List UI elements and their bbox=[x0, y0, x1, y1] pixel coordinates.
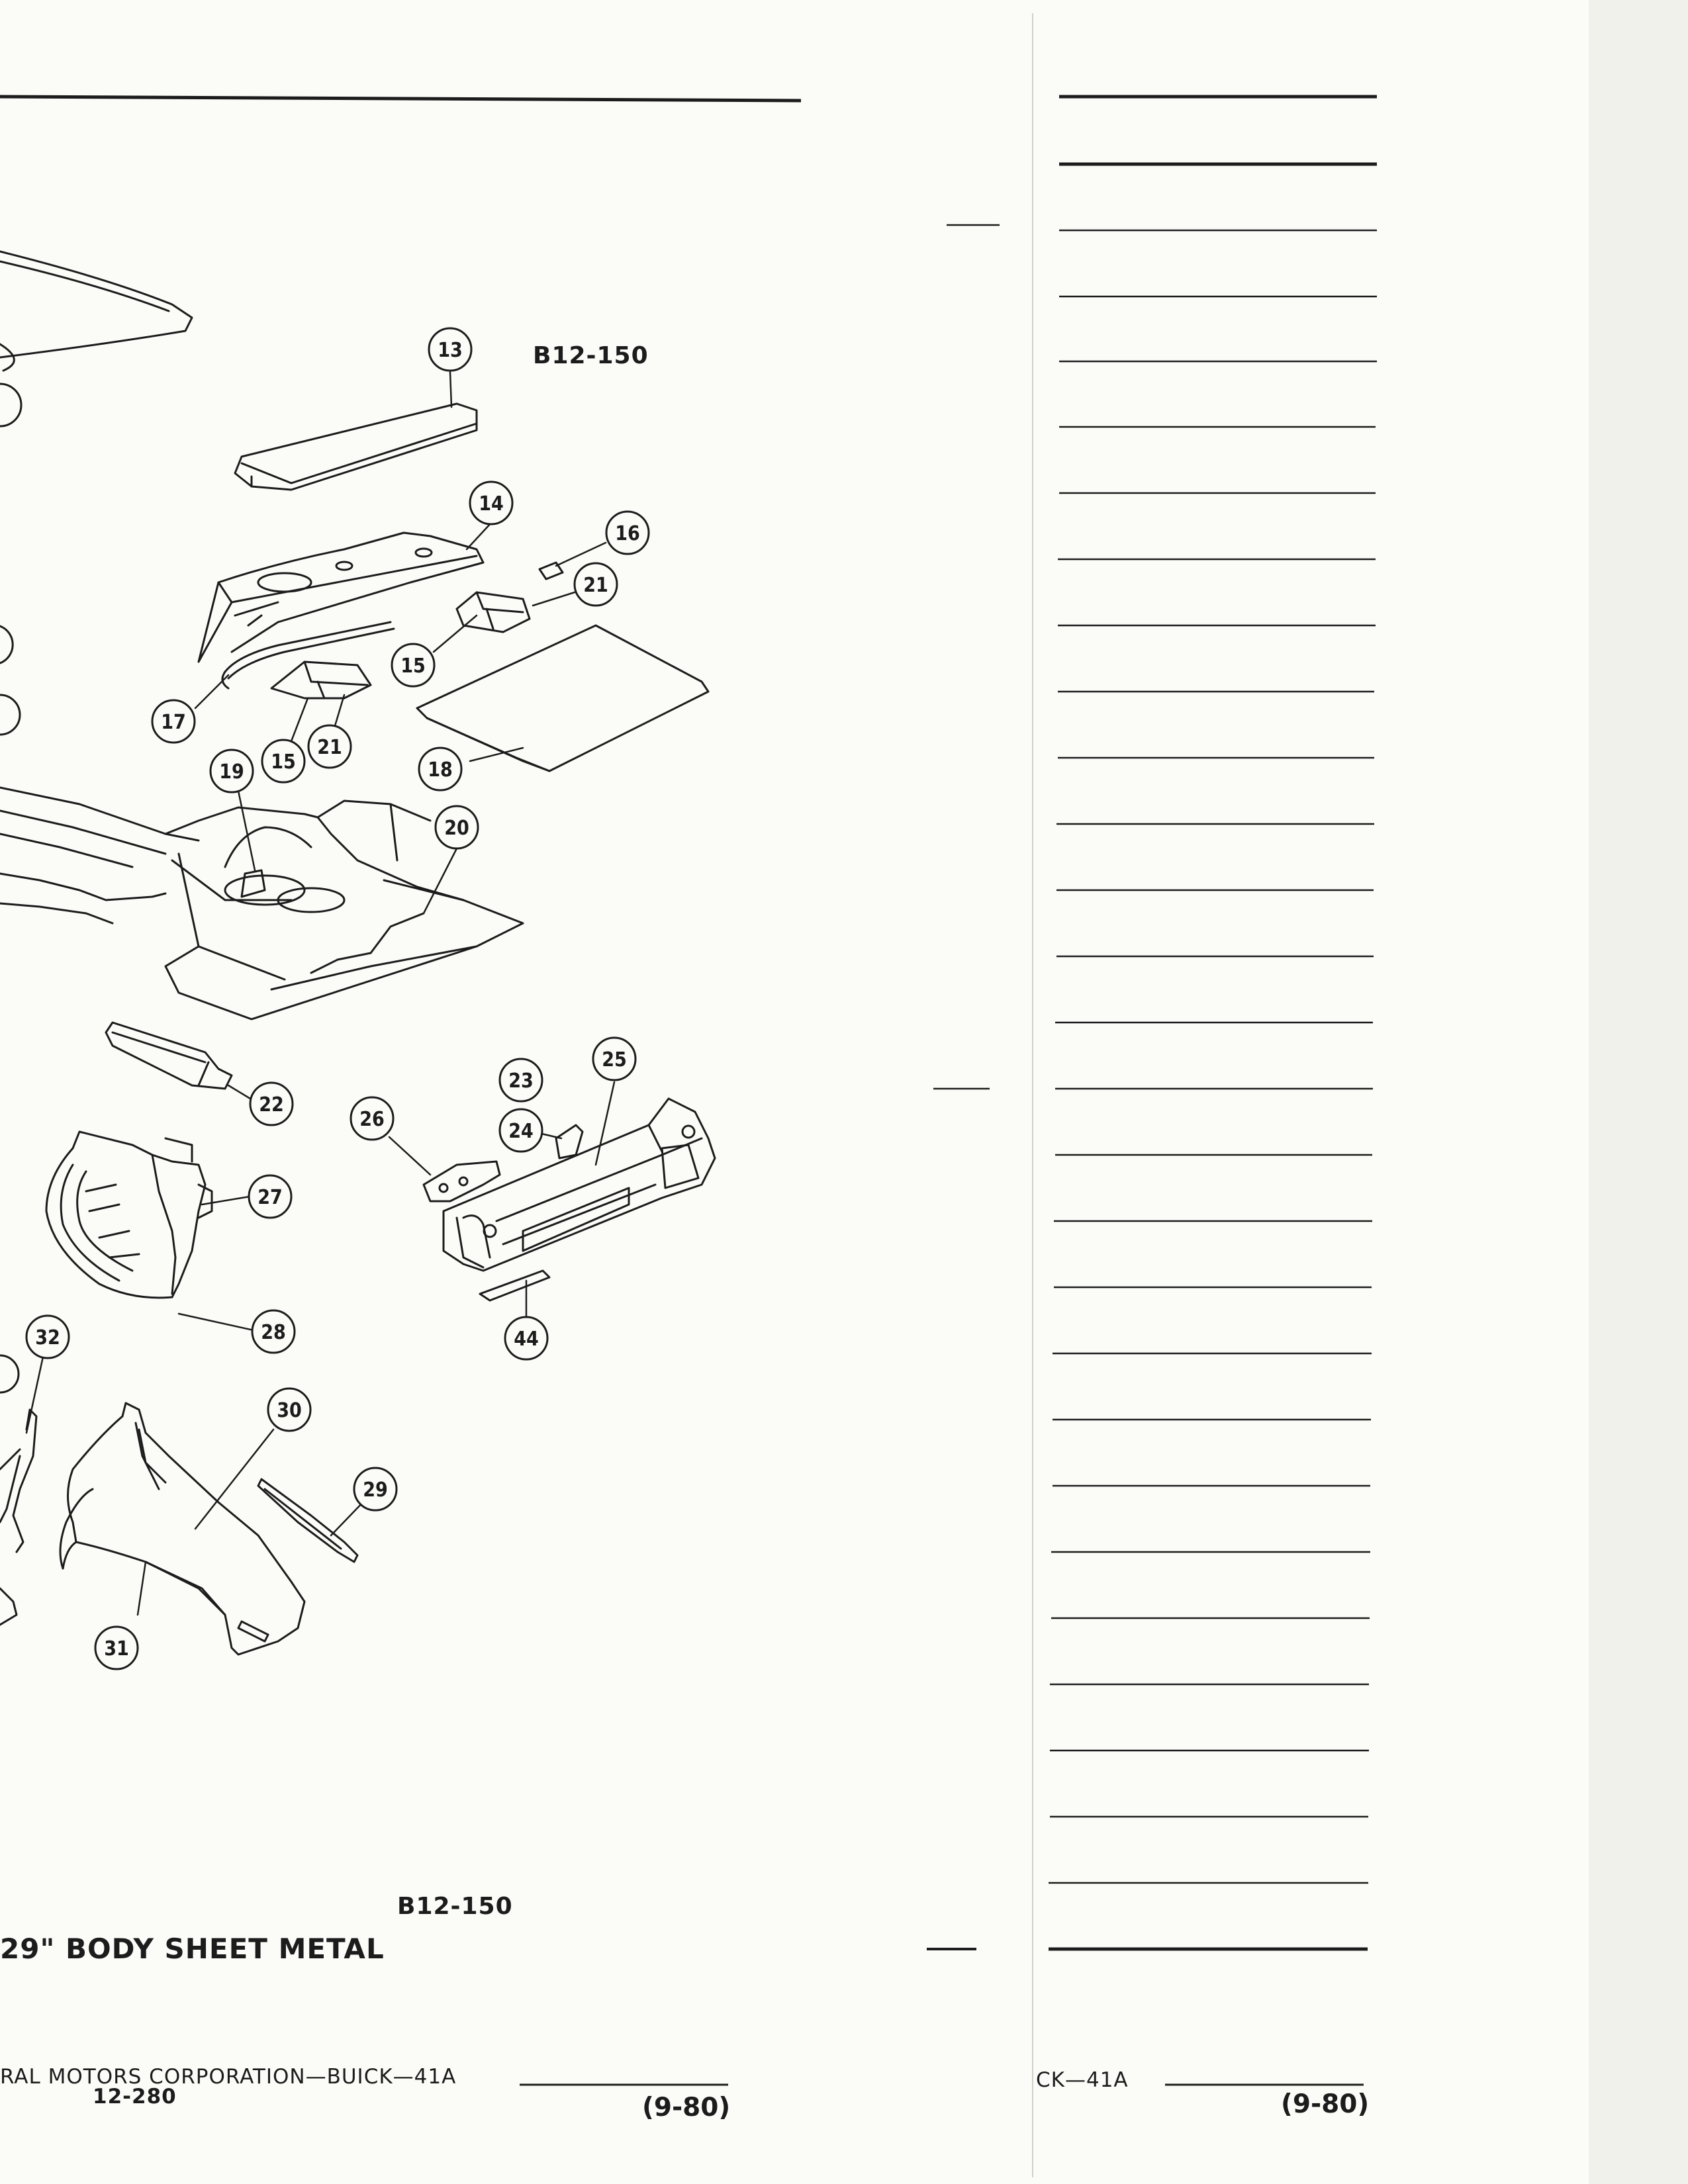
callout-15-upper: 15 bbox=[400, 655, 426, 678]
footer-left-page-number: 12-280 bbox=[93, 2085, 177, 2109]
callout-22: 22 bbox=[259, 1093, 284, 1116]
callout-circles bbox=[0, 327, 650, 1670]
footer-right-date: (9-80) bbox=[1281, 2089, 1370, 2119]
part-13-rear-panel bbox=[234, 402, 478, 491]
part-fragment-lower bbox=[0, 1587, 18, 1626]
callout-44: 44 bbox=[514, 1328, 539, 1351]
index-ruled-lines bbox=[927, 95, 1377, 2086]
callout-15-lower: 15 bbox=[271, 751, 296, 774]
callout-32: 32 bbox=[35, 1326, 60, 1349]
part-26-extension bbox=[422, 1160, 501, 1203]
part-29-fender-strip bbox=[257, 1478, 359, 1563]
part-15-bracket-lower bbox=[270, 660, 372, 700]
header-rule bbox=[0, 95, 802, 103]
exploded-body-diagram bbox=[0, 250, 716, 1670]
callout-30: 30 bbox=[277, 1399, 302, 1422]
callout-28: 28 bbox=[261, 1321, 286, 1344]
callout-29: 29 bbox=[363, 1479, 388, 1502]
footer-right-company: CK—41A bbox=[1036, 2068, 1129, 2092]
part-18-trunk-lid bbox=[416, 624, 710, 772]
callout-21-upper: 21 bbox=[583, 574, 608, 597]
part-15-bracket-upper bbox=[455, 591, 531, 633]
leader-lines bbox=[25, 371, 616, 1616]
callout-31: 31 bbox=[104, 1637, 129, 1661]
part-19-jack-bracket bbox=[240, 869, 266, 898]
part-30-fender bbox=[59, 1402, 306, 1656]
callout-14: 14 bbox=[479, 492, 504, 516]
callout-16: 16 bbox=[615, 522, 640, 545]
callout-24: 24 bbox=[508, 1120, 534, 1143]
part-14-package-shelf bbox=[197, 531, 485, 663]
part-17-spring-rod bbox=[221, 621, 395, 690]
callout-27: 27 bbox=[258, 1186, 283, 1209]
callout-labels: 13 14 16 21 15 17 15 21 18 19 20 22 23 2… bbox=[35, 339, 640, 1661]
part-23-bracket bbox=[555, 1124, 584, 1160]
part-16-clip bbox=[538, 561, 564, 580]
footer-left-date: (9-80) bbox=[642, 2093, 731, 2122]
callout-17: 17 bbox=[161, 711, 186, 734]
callout-19: 19 bbox=[219, 760, 244, 784]
part-27-wheelhouse bbox=[45, 1130, 213, 1299]
part-25-rear-end-panel bbox=[442, 1097, 716, 1272]
callout-26: 26 bbox=[359, 1108, 385, 1131]
callout-20: 20 bbox=[444, 817, 469, 840]
figure-code-top: B12-150 bbox=[533, 342, 649, 369]
callout-25: 25 bbox=[602, 1048, 627, 1071]
callout-21-lower: 21 bbox=[317, 736, 342, 759]
part-44-strip bbox=[479, 1269, 551, 1302]
callout-23: 23 bbox=[508, 1069, 534, 1093]
figure-caption: 29" BODY SHEET METAL bbox=[0, 1933, 385, 1965]
part-32-pillar bbox=[0, 1408, 38, 1553]
figure-code-bottom: B12-150 bbox=[397, 1893, 513, 1920]
callout-13: 13 bbox=[438, 339, 463, 362]
footer-left-company: RAL MOTORS CORPORATION—BUICK—41A bbox=[0, 2065, 457, 2089]
callout-18: 18 bbox=[428, 758, 453, 782]
part-20-floor-pan bbox=[0, 786, 524, 1021]
part-22-rail bbox=[105, 1021, 233, 1090]
scan-edge bbox=[1589, 0, 1688, 2184]
roof-panel bbox=[0, 250, 193, 372]
